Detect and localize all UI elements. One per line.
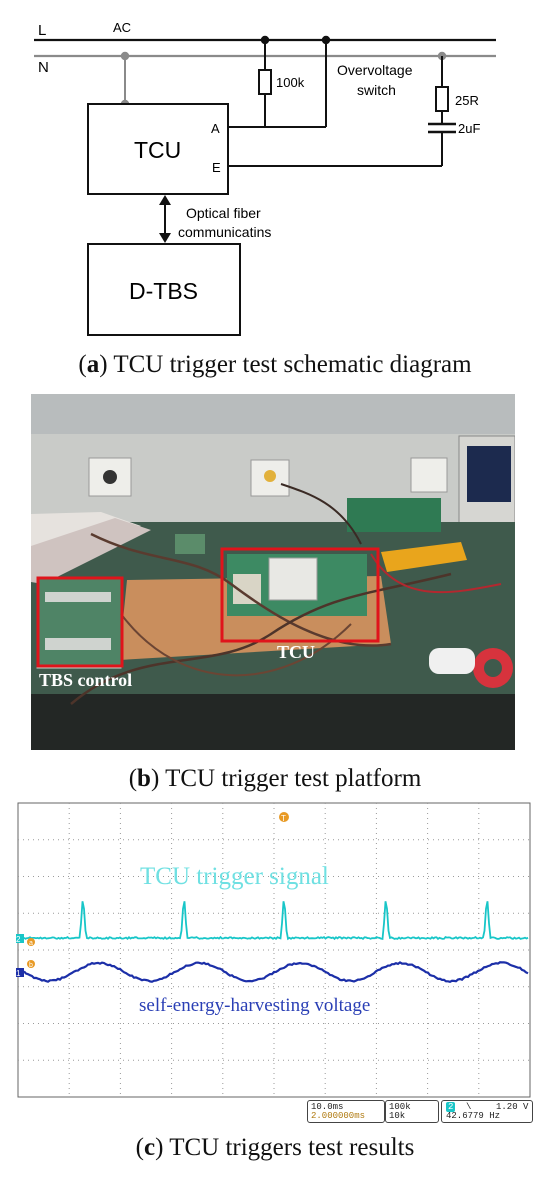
test-platform-photo: TBS control TCU — [31, 394, 515, 750]
switch-label-line1: Overvoltage — [337, 62, 413, 78]
resistor-100k-label: 100k — [276, 75, 305, 90]
ac-label: AC — [113, 20, 131, 35]
tcu-box-label: TCU — [134, 137, 181, 163]
resistor-25r — [436, 87, 448, 111]
wall-top — [31, 394, 515, 434]
resistor-100k — [259, 70, 271, 94]
tbs-control-board — [37, 578, 121, 668]
switch-label-line2: switch — [357, 82, 396, 98]
tbs-connector-strip — [45, 592, 111, 602]
line-l-label: L — [38, 22, 46, 39]
ch1-marker-text: 1 — [16, 969, 21, 978]
small-board — [175, 534, 205, 554]
tape-roll-hole — [484, 659, 502, 677]
tcu-breaker — [269, 558, 317, 600]
timebase-sub: 2.000000ms — [311, 1111, 365, 1121]
oscilloscope-screen — [467, 446, 511, 502]
sample-box: 100k 10k — [385, 1100, 439, 1123]
ref-b-marker-text: b — [29, 962, 33, 969]
bench-edge — [31, 694, 515, 750]
caption-a-text: TCU trigger test schematic diagram — [113, 351, 471, 378]
line-n-label: N — [38, 59, 49, 76]
caption-a: (a) TCU trigger test schematic diagram — [0, 351, 550, 379]
frequency: 42.6779 Hz — [446, 1111, 500, 1121]
fiber-label-line1: Optical fiber — [186, 205, 261, 221]
resistor-25r-label: 25R — [455, 93, 479, 108]
trigger-signal-label: TCU trigger signal — [140, 863, 329, 890]
oscilloscope-capture: T 2 a b 1 TCU trigger signal self-energy… — [16, 800, 534, 1125]
caption-c-text: TCU triggers test results — [169, 1134, 414, 1161]
wall-outlet-1-socket — [103, 470, 117, 484]
fiber-label-line2: communicatins — [178, 224, 271, 240]
schematic-diagram: L N AC 100k Overvoltage switch 25R 2uF T… — [0, 0, 550, 345]
scope-plot: T 2 a b 1 TCU trigger signal self-energy… — [16, 800, 534, 1125]
ref-a-marker-text: a — [29, 940, 33, 947]
trigger-position-marker-text: T — [281, 814, 286, 823]
voltage-label: self-energy-harvesting voltage — [139, 995, 370, 1016]
tcu-photo-label: TCU — [277, 642, 315, 662]
trigger-level: 1.20 V — [496, 1102, 528, 1112]
rear-board — [347, 498, 441, 532]
ch2-marker-text: 2 — [16, 935, 21, 944]
terminal-e-label: E — [212, 160, 221, 175]
probe-body — [429, 648, 475, 674]
caption-b: (b) TCU trigger test platform — [0, 765, 550, 793]
capacitor-2uf-label: 2uF — [458, 121, 480, 136]
photo-illustration: TBS control TCU — [31, 394, 515, 750]
wall-outlet-3 — [411, 458, 447, 492]
fiber-arrow-up — [159, 195, 171, 205]
fiber-arrow-down — [159, 233, 171, 243]
wall-outlet-2-socket — [264, 470, 276, 482]
dtbs-box-label: D-TBS — [129, 278, 198, 304]
caption-b-text: TCU trigger test platform — [165, 765, 421, 792]
tbs-connector-strip-2 — [45, 638, 111, 650]
caption-b-letter: b — [137, 765, 151, 792]
record-length: 10k — [389, 1111, 405, 1121]
terminal-a-label: A — [211, 121, 220, 136]
tbs-control-label: TBS control — [39, 670, 132, 690]
caption-c-letter: c — [144, 1134, 155, 1161]
caption-c: (c) TCU triggers test results — [0, 1134, 550, 1162]
timebase-box: 10.0ms 2.000000ms — [307, 1100, 385, 1123]
caption-a-letter: a — [87, 351, 100, 378]
trigger-box: 2 \ 1.20 V 42.6779 Hz — [441, 1100, 533, 1123]
